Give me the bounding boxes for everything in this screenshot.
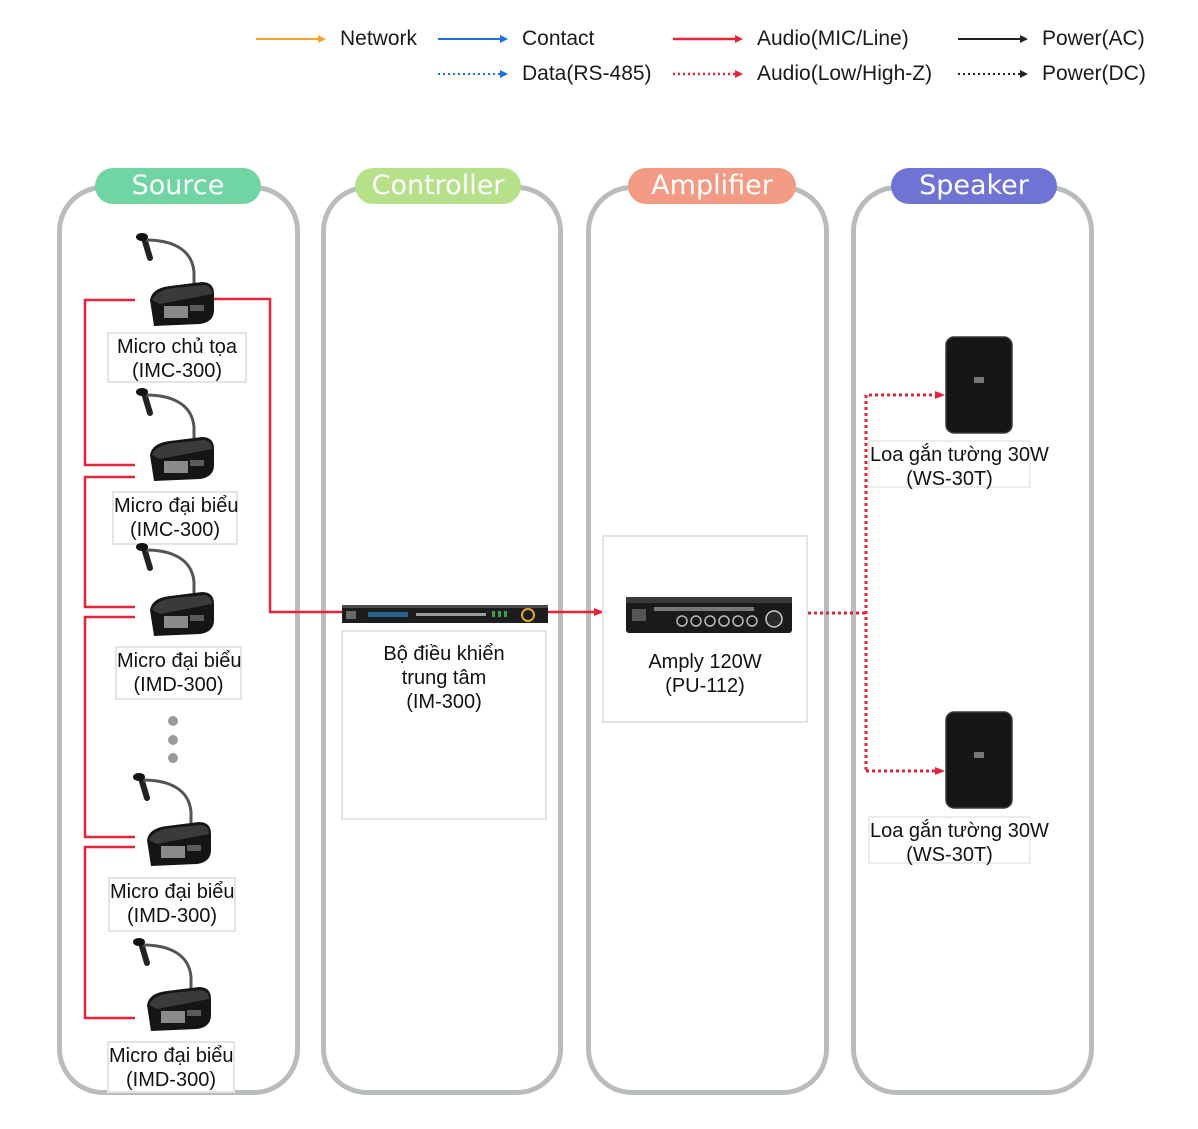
legend-label: Data(RS-485): [522, 62, 652, 85]
microphone-icon: [136, 233, 214, 326]
legend-label: Power(DC): [1042, 62, 1146, 85]
mic-daisy-chain: [83, 297, 342, 1020]
speaker-label: Loa gắn tường 30W(WS-30T): [868, 816, 1049, 866]
speaker-icon: [945, 711, 1013, 809]
arrow-icon: [935, 767, 945, 775]
audio-line-icon: [673, 35, 743, 43]
speaker-title: Speaker: [891, 168, 1057, 204]
power-ac-line-icon: [958, 35, 1028, 43]
legend-label: Power(AC): [1042, 27, 1145, 50]
legend-network: Network: [256, 26, 417, 52]
microphone-icon: [136, 388, 214, 481]
mic-label: Micro đại biểu(IMC-300): [112, 491, 239, 545]
ellipsis-dot: [168, 716, 178, 726]
speaker-label: Loa gắn tường 30W(WS-30T): [868, 440, 1049, 490]
arrow-icon: [935, 391, 945, 399]
microphone-icon: [133, 773, 211, 866]
ellipsis-dot: [168, 735, 178, 745]
contact-line-icon: [438, 35, 508, 43]
ellipsis-dot: [168, 753, 178, 763]
legend-label: Audio(MIC/Line): [757, 27, 909, 50]
legend-data-rs485: Data(RS-485): [438, 61, 652, 87]
microphone-icon: [136, 543, 214, 636]
legend-label: Network: [340, 27, 418, 50]
legend-power-dc: Power(DC): [958, 61, 1146, 87]
source-title: Source: [95, 168, 261, 204]
amplifier-title: Amplifier: [628, 168, 796, 204]
network-line-icon: [256, 35, 326, 43]
legend-audio-mic-line: Audio(MIC/Line): [673, 26, 909, 52]
legend-power-ac: Power(AC): [958, 26, 1145, 52]
mic-label: Micro đại biểu(IMD-300): [115, 646, 242, 700]
controller-unit-icon: [342, 605, 548, 623]
mic-label: Micro đại biểu(IMD-300): [107, 1041, 235, 1093]
legend-contact: Contact: [438, 26, 594, 52]
microphone-icon: [133, 938, 211, 1031]
legend: Network Contact Audio(MIC/Line) Power(AC…: [0, 0, 1198, 100]
legend-audio-lowz: Audio(Low/High-Z): [673, 61, 932, 87]
amplifier-unit-icon: [626, 597, 792, 633]
audio-lowz-line-icon: [673, 70, 743, 78]
legend-label: Audio(Low/High-Z): [757, 62, 933, 85]
power-dc-line-icon: [958, 70, 1028, 78]
mic-label: Micro chủ tọa(IMC-300): [107, 332, 247, 383]
speaker-icon: [945, 336, 1013, 434]
legend-label: Contact: [522, 27, 595, 50]
amp-to-speaker-wires: [808, 393, 935, 773]
controller-title: Controller: [355, 168, 521, 204]
data-line-icon: [438, 70, 508, 78]
mic-label: Micro đại biểu(IMD-300): [108, 877, 236, 932]
